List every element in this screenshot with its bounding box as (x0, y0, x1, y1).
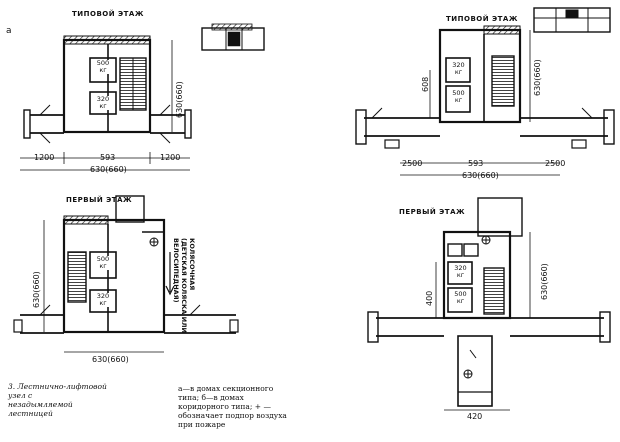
plan-bottom-left (13, 195, 239, 353)
key-plan-top-left (201, 23, 265, 51)
dim-height-608: 608 (421, 76, 430, 92)
plan-bottom-right (367, 197, 611, 411)
dim-height-400: 400 (425, 290, 434, 306)
title-first-floor-b: ПЕРВЫЙ ЭТАЖ (399, 208, 466, 216)
dim-bottom-630-c: 630(660) (92, 355, 129, 364)
dim-bottom-630-b: 630(660) (462, 171, 499, 180)
dim-right-2500: 2500 (545, 159, 566, 168)
title-typical-floor-a: ТИПОВОЙ ЭТАЖ (72, 10, 144, 18)
plan-top-right (355, 25, 615, 176)
dim-side-630-d: 630(660) (540, 263, 549, 300)
air-pressure-marks (149, 235, 491, 379)
panel-letter: а (6, 26, 13, 36)
dim-mid-593-b: 593 (468, 159, 484, 168)
dim-left-1200: 1200 (34, 153, 55, 162)
dim-bottom-420: 420 (467, 412, 483, 421)
plan-top-left (20, 35, 192, 171)
dim-side-630-a: 630(660) (175, 81, 184, 118)
figure-legend: а—в домах секционного типа; б—в домах ко… (178, 384, 287, 429)
stroller-room-note: КОЛЯСОЧНАЯ (ДЕТСКАЯ КОЛЯСКА ИЛИ ВЕЛОСИПЕ… (172, 238, 196, 333)
figure-caption: 3. Лестнично-лифтовой узел с незадымляем… (8, 382, 107, 418)
title-typical-floor-b: ТИПОВОЙ ЭТАЖ (446, 15, 518, 23)
key-plan-top-right (533, 7, 611, 33)
dim-left-2500: 2500 (402, 159, 423, 168)
title-first-floor-a: ПЕРВЫЙ ЭТАЖ (66, 196, 133, 204)
dim-mid-593: 593 (100, 153, 116, 162)
dim-side-630-c: 630(660) (32, 271, 41, 308)
dim-bottom-630: 630(660) (90, 165, 127, 174)
dim-side-630-b: 630(660) (533, 59, 542, 96)
dim-right-1200: 1200 (160, 153, 181, 162)
